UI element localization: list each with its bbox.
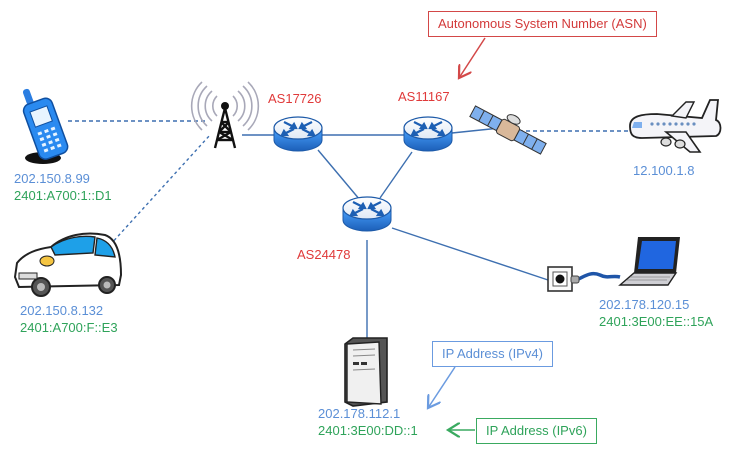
link-car-tower	[109, 134, 211, 246]
phone-ipv4: 202.150.8.99	[14, 171, 90, 186]
asn-callout: Autonomous System Number (ASN)	[428, 11, 657, 37]
link-r2-r3	[379, 151, 413, 199]
router-as11167[interactable]	[402, 115, 454, 153]
mobile-phone-icon	[22, 88, 69, 164]
ethernet-jack-icon	[547, 266, 573, 292]
asn-callout-arrow	[459, 37, 486, 78]
phone-ipv6: 2401:A700:1::D1	[14, 188, 112, 203]
asn-label-r3: AS24478	[297, 247, 351, 262]
car-icon	[13, 232, 123, 297]
airplane-icon	[629, 99, 722, 153]
asn-label-r2: AS11167	[398, 89, 450, 104]
cell-tower-icon	[190, 81, 260, 149]
link-r3-jack	[391, 227, 549, 281]
ipv4-callout-arrow	[428, 366, 456, 408]
ipv6-callout: IP Address (IPv6)	[476, 418, 597, 444]
server-ipv6: 2401:3E00:DD::1	[318, 423, 418, 438]
laptop-ipv6: 2401:3E00:EE::15A	[599, 314, 714, 329]
link-r1-r3	[317, 149, 361, 201]
airplane-ipv4: 12.100.1.8	[633, 163, 695, 178]
server-ipv4: 202.178.112.1	[318, 406, 401, 421]
asn-label-r1: AS17726	[268, 91, 322, 106]
server-icon	[344, 337, 388, 407]
laptop-ipv4: 202.178.120.15	[599, 297, 690, 312]
router-as24478[interactable]	[341, 195, 393, 233]
car-ipv6: 2401:A700:F::E3	[20, 320, 118, 335]
satellite-icon	[469, 105, 547, 155]
links	[68, 120, 630, 340]
laptop-icon	[570, 237, 680, 286]
car-ipv4: 202.150.8.132	[20, 303, 104, 318]
router-as17726[interactable]	[272, 115, 324, 153]
ipv4-callout: IP Address (IPv4)	[432, 341, 553, 367]
